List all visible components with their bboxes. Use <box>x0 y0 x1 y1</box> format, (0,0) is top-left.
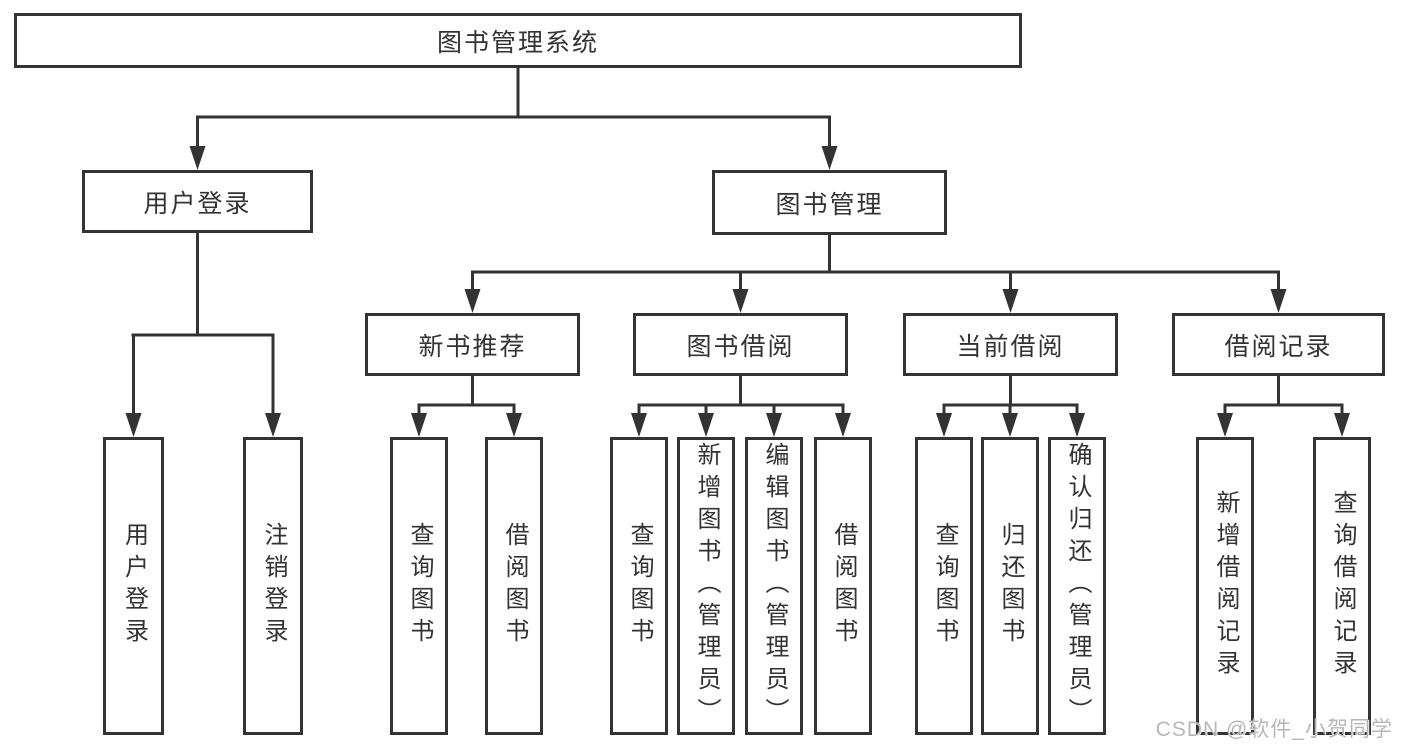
leaf-return-books: 归还图书 <box>981 437 1039 735</box>
node-book-management: 图书管理 <box>712 170 947 235</box>
leaf-borrow-books-recommend: 借阅图书 <box>485 437 543 735</box>
node-user-login: 用户登录 <box>82 170 313 233</box>
leaf-user-login-label: 用户登录 <box>120 522 148 650</box>
leaf-add-books-admin-label: 新增图书（管理员） <box>693 442 720 730</box>
csdn-watermark: CSDN @软件_小贺同学 <box>1155 718 1393 741</box>
leaf-edit-books-admin: 编辑图书（管理员） <box>745 437 803 735</box>
node-current-borrowing-label: 当前借阅 <box>956 332 1065 361</box>
leaf-confirm-return-admin-label: 确认归还（管理员） <box>1064 442 1091 730</box>
leaf-query-borrow-record: 查询借阅记录 <box>1313 437 1371 735</box>
leaf-logout-label: 注销登录 <box>260 522 287 650</box>
node-root: 图书管理系统 <box>14 13 1022 68</box>
node-borrowing-records-label: 借阅记录 <box>1224 332 1333 361</box>
leaf-borrow-books-borrowing: 借阅图书 <box>814 437 872 735</box>
node-new-book-recommend: 新书推荐 <box>365 313 580 376</box>
leaf-query-books-borrowing: 查询图书 <box>610 437 668 735</box>
leaf-return-books-label: 归还图书 <box>997 522 1024 650</box>
leaf-edit-books-admin-label: 编辑图书（管理员） <box>761 442 788 730</box>
leaf-query-books-recommend: 查询图书 <box>390 437 448 735</box>
leaf-query-books-recommend-label: 查询图书 <box>406 522 433 650</box>
node-book-borrowing: 图书借阅 <box>633 313 848 376</box>
leaf-add-books-admin: 新增图书（管理员） <box>677 437 735 735</box>
node-borrowing-records: 借阅记录 <box>1172 313 1385 376</box>
leaf-user-login: 用户登录 <box>103 437 164 735</box>
leaf-logout: 注销登录 <box>243 437 303 735</box>
node-current-borrowing: 当前借阅 <box>903 313 1118 376</box>
leaf-add-borrow-record-label: 新增借阅记录 <box>1212 490 1239 682</box>
node-user-login-label: 用户登录 <box>143 189 252 218</box>
node-book-borrowing-label: 图书借阅 <box>686 332 795 361</box>
leaf-query-borrow-record-label: 查询借阅记录 <box>1329 490 1356 682</box>
leaf-borrow-books-recommend-label: 借阅图书 <box>501 522 528 650</box>
leaf-borrow-books-borrowing-label: 借阅图书 <box>830 522 857 650</box>
leaf-add-borrow-record: 新增借阅记录 <box>1196 437 1254 735</box>
node-book-management-label: 图书管理 <box>775 190 884 219</box>
node-root-label: 图书管理系统 <box>436 28 599 57</box>
leaf-query-books-current: 查询图书 <box>915 437 973 735</box>
node-new-book-recommend-label: 新书推荐 <box>418 332 527 361</box>
leaf-query-books-current-label: 查询图书 <box>931 522 958 650</box>
leaf-confirm-return-admin: 确认归还（管理员） <box>1048 437 1106 735</box>
leaf-query-books-borrowing-label: 查询图书 <box>626 522 653 650</box>
